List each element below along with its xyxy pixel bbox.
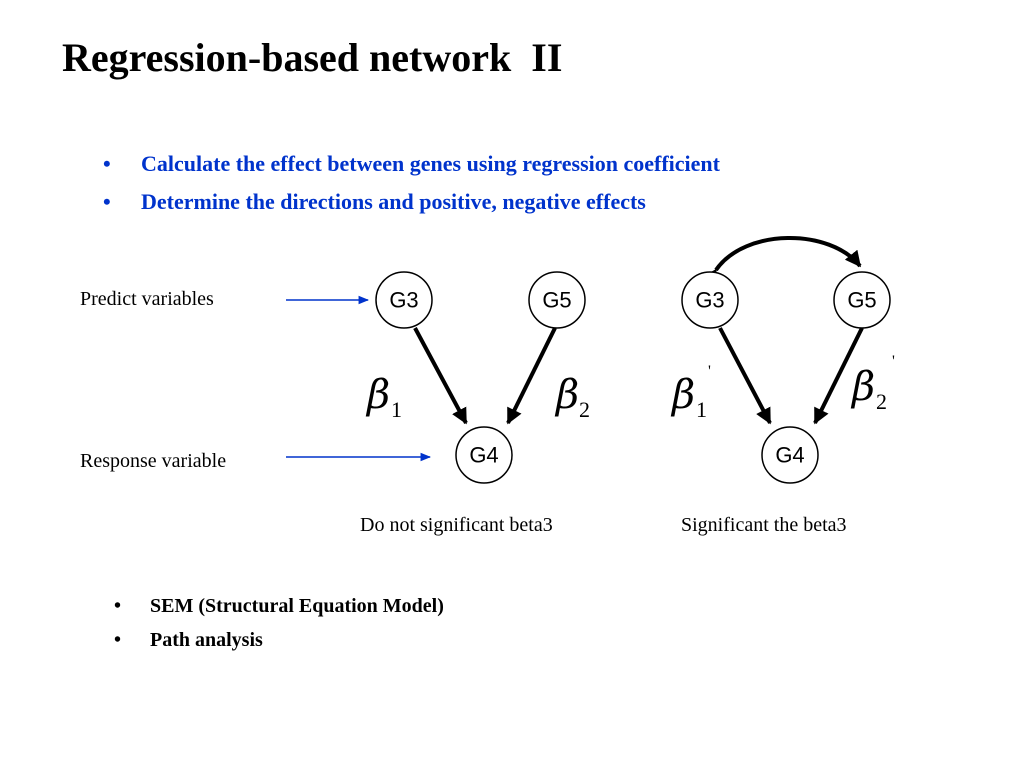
beta-subscript: 1	[696, 397, 707, 422]
beta-subscript: 2	[579, 397, 590, 422]
bullet-marker: •	[114, 595, 122, 617]
left-network: G3 G5 G4 β 1 β 2	[365, 271, 590, 484]
node-label: G3	[389, 288, 418, 313]
bullet-text: Path analysis	[150, 629, 263, 651]
bullet-marker: •	[103, 151, 111, 176]
left-diagram-caption: Do not significant beta3	[360, 514, 553, 536]
node-g3: G3	[375, 271, 433, 329]
right-diagram-caption: Significant the beta3	[681, 514, 847, 536]
edge-g5-to-g4	[813, 327, 864, 425]
bullet-marker: •	[114, 629, 122, 651]
node-label: G4	[775, 443, 804, 468]
node-g5: G5	[833, 271, 891, 329]
beta-subscript: 2	[876, 389, 887, 414]
node-g4: G4	[761, 426, 819, 484]
slide-title: Regression-based network II	[62, 35, 563, 80]
node-g5: G5	[528, 271, 586, 329]
beta-subscript: 1	[391, 397, 402, 422]
beta-symbol: β	[850, 364, 875, 410]
node-label: G5	[542, 288, 571, 313]
beta-symbol: β	[554, 372, 579, 418]
edge-g3-to-g4	[718, 327, 772, 425]
bullet-text: SEM (Structural Equation Model)	[150, 595, 444, 617]
node-g4: G4	[455, 426, 513, 484]
beta2-label: β 2	[554, 372, 590, 422]
bottom-bullet-item: • SEM (Structural Equation Model)	[114, 595, 444, 617]
node-label: G5	[847, 288, 876, 313]
beta-symbol: β	[670, 372, 695, 418]
edge-g5-to-g4	[506, 327, 557, 425]
edge-g3-g5-bidirectional	[701, 236, 862, 287]
edge-g3-to-g4	[413, 327, 468, 425]
beta-prime-mark: '	[892, 353, 895, 370]
bullet-text: Determine the directions and positive, n…	[141, 189, 646, 214]
top-bullet-item: • Calculate the effect between genes usi…	[103, 151, 720, 176]
node-label: G3	[695, 288, 724, 313]
beta2-prime-label: β 2 '	[850, 353, 895, 414]
bottom-bullet-item: • Path analysis	[114, 629, 263, 651]
right-network: G3 G5 G4 β 1 ' β 2 '	[670, 236, 895, 484]
response-variable-label: Response variable	[80, 450, 227, 472]
predict-variables-label: Predict variables	[80, 288, 214, 310]
bullet-text: Calculate the effect between genes using…	[141, 151, 720, 176]
node-g3: G3	[681, 271, 739, 329]
beta1-prime-label: β 1 '	[670, 363, 711, 422]
beta1-label: β 1	[365, 372, 402, 422]
beta-symbol: β	[365, 372, 390, 418]
bullet-marker: •	[103, 189, 111, 214]
beta-prime-mark: '	[708, 363, 711, 380]
node-label: G4	[469, 443, 498, 468]
top-bullet-item: • Determine the directions and positive,…	[103, 189, 646, 214]
